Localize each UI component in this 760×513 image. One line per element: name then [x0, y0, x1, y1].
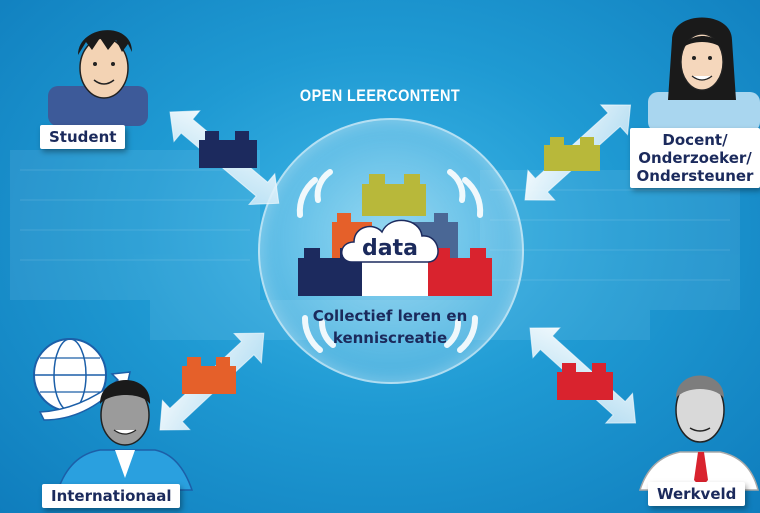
central-brick-stack	[298, 174, 492, 296]
brick-orange-internationaal	[182, 357, 236, 394]
center-caption: Collectief leren en kenniscreatie	[300, 305, 480, 349]
globe-icon	[33, 338, 131, 421]
cloud-label: data	[362, 236, 418, 261]
label-docent-line-2: Onderzoeker/	[638, 149, 752, 167]
label-student: Student	[40, 125, 126, 149]
internationaal-avatar	[56, 380, 194, 491]
student-avatar	[48, 30, 148, 126]
label-docent-line-1: Docent/	[662, 131, 728, 149]
label-werkveld: Werkveld	[648, 482, 746, 506]
label-internationaal: Internationaal	[42, 484, 181, 508]
brick-navy-student	[199, 131, 257, 168]
brick-olive-docent	[544, 137, 600, 171]
page-title: OPEN LEERCONTENT	[299, 86, 461, 105]
data-cloud	[341, 219, 439, 263]
caption-line-2: kenniscreatie	[332, 329, 448, 347]
docent-avatar	[648, 17, 760, 132]
label-docent: Docent/ Onderzoeker/ Ondersteuner	[630, 128, 760, 188]
brick-red-werkveld	[557, 363, 613, 400]
signal-waves	[296, 169, 484, 353]
caption-line-1: Collectief leren en	[312, 307, 468, 325]
label-docent-line-3: Ondersteuner	[636, 167, 754, 185]
werkveld-avatar	[638, 375, 759, 491]
